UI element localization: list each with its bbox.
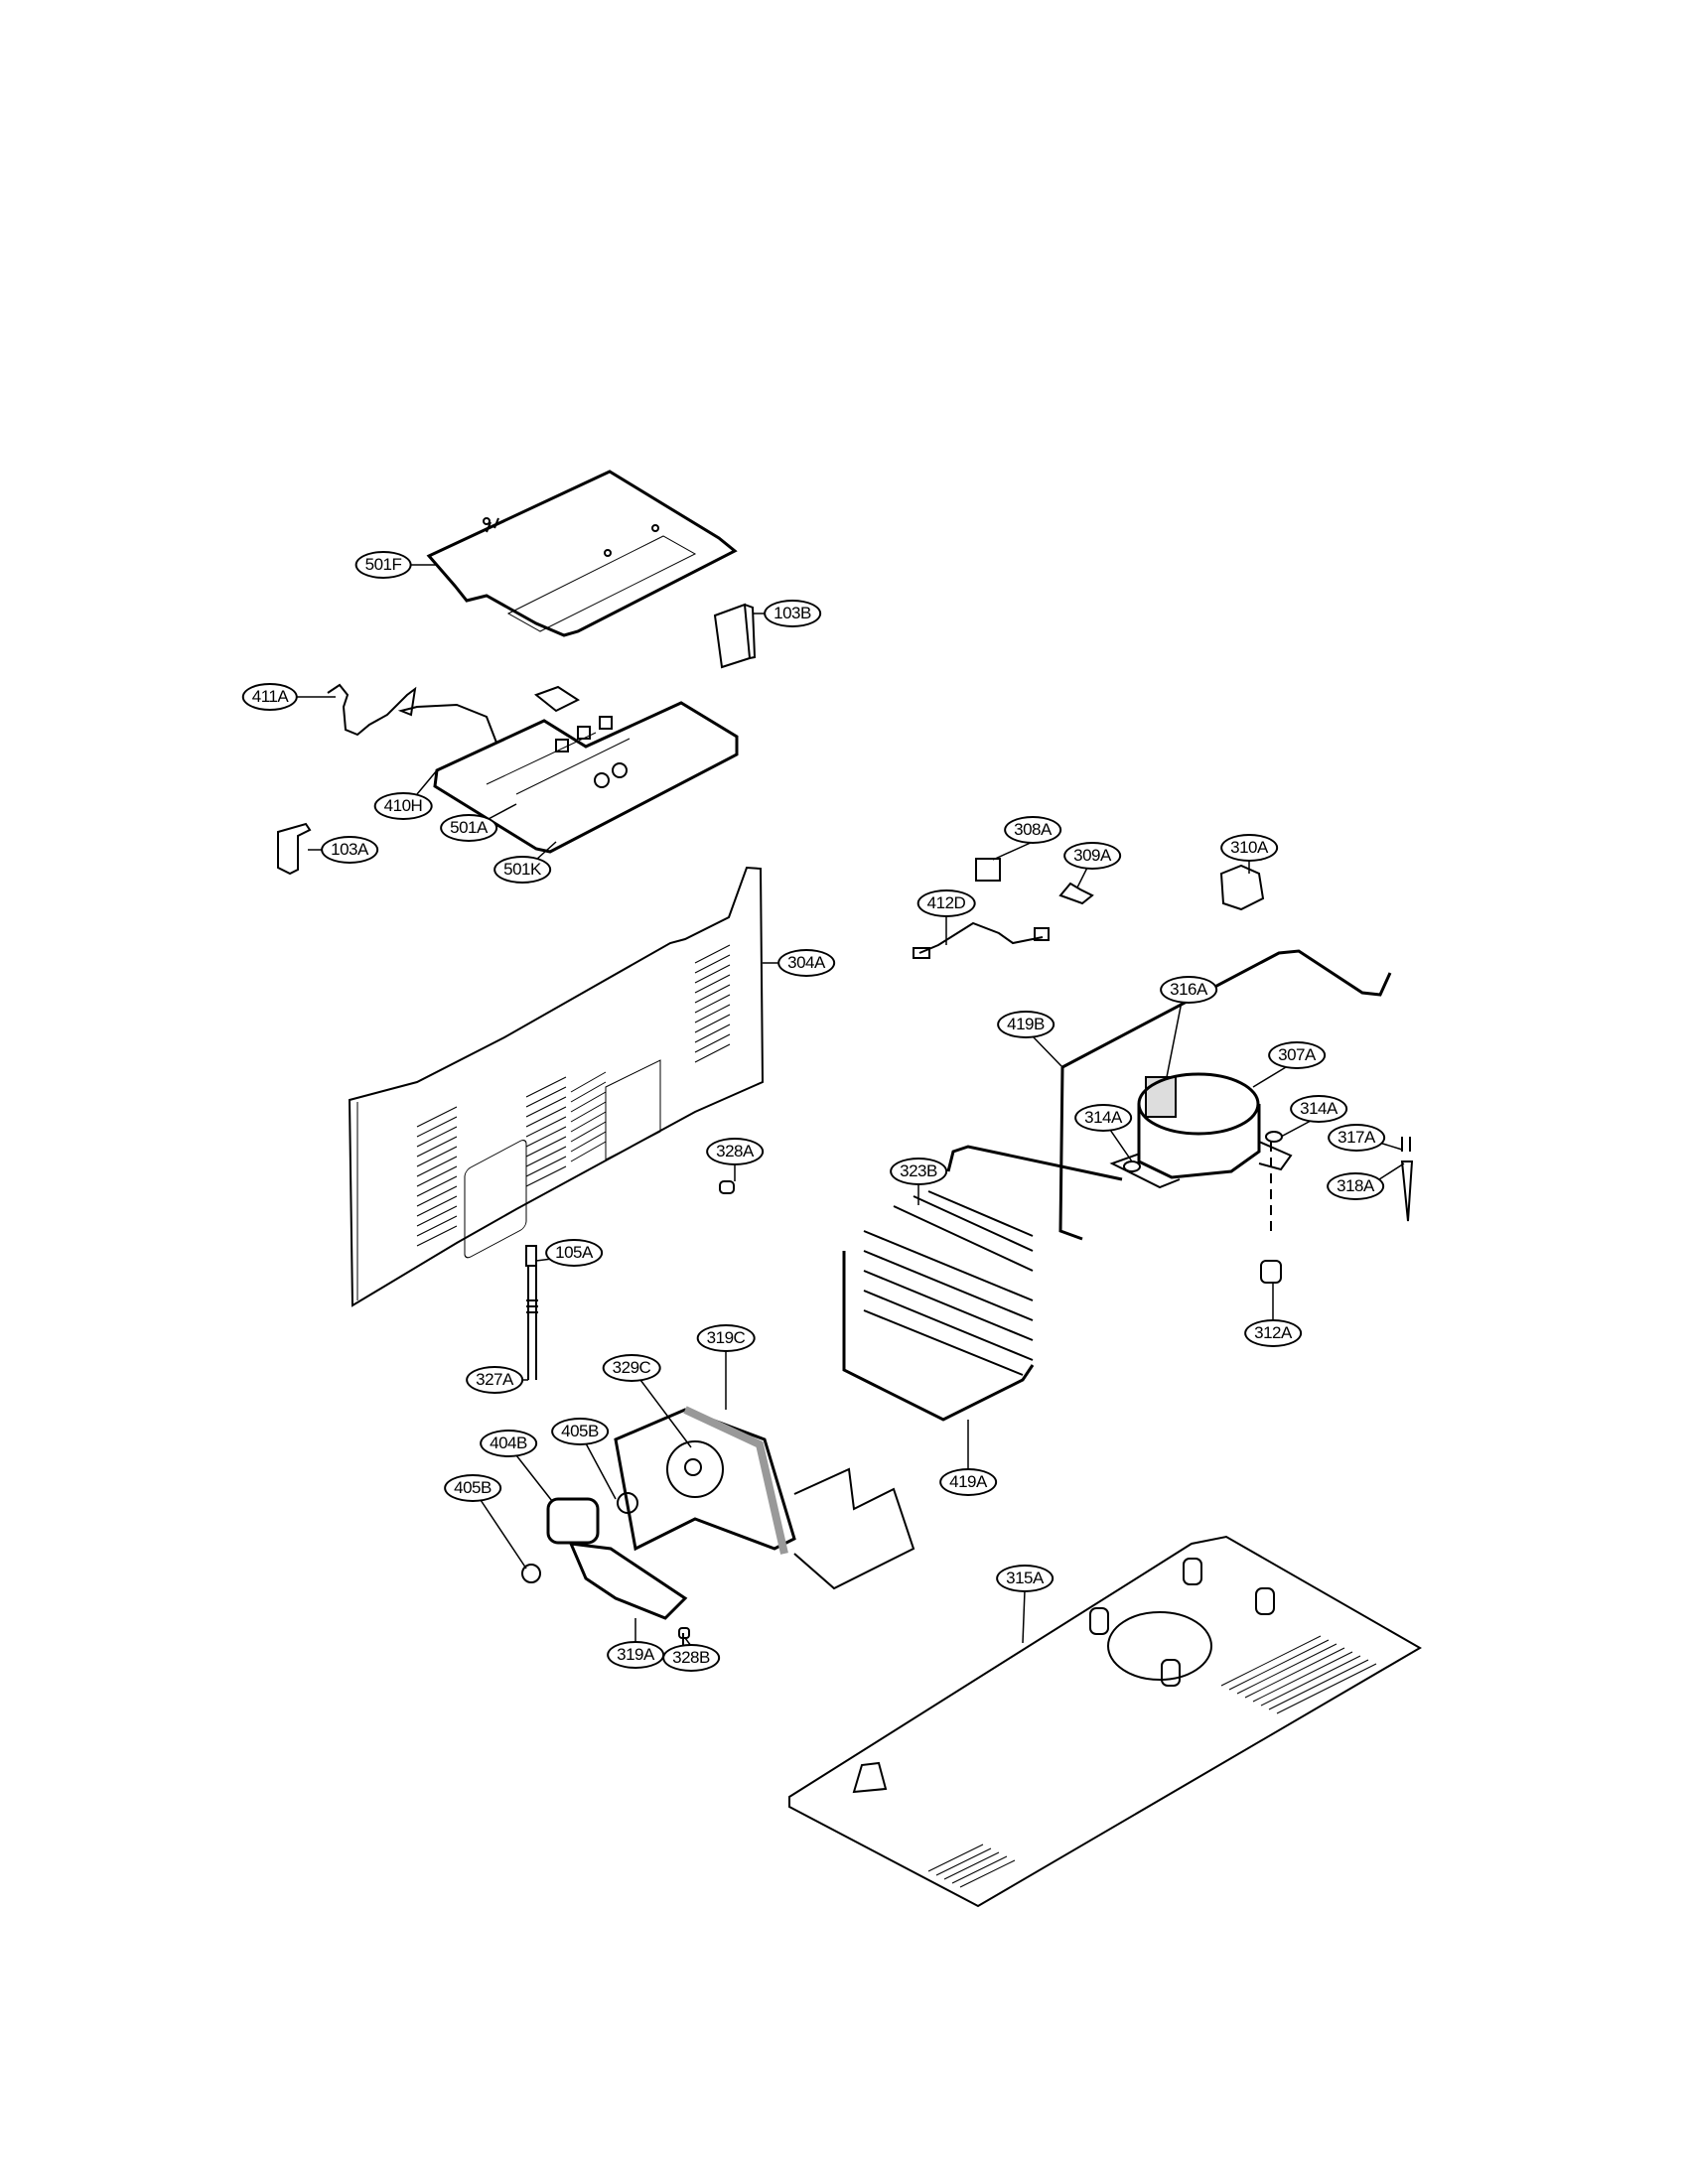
callout-315A[interactable]: 315A [996,1565,1054,1592]
callout-405B-upper[interactable]: 405B [551,1418,609,1445]
callout-419A[interactable]: 419A [939,1468,997,1496]
callout-329C[interactable]: 329C [602,1354,661,1382]
callout-314A-left[interactable]: 314A [1074,1104,1132,1132]
back-cover-panel-drawing [348,866,765,1307]
refrigerant-tubing-drawing [946,949,1392,1241]
callout-312A[interactable]: 312A [1244,1319,1302,1347]
callout-307A[interactable]: 307A [1268,1041,1326,1069]
control-box-cover-drawing [426,470,738,637]
callout-327A[interactable]: 327A [466,1366,523,1394]
callout-103A[interactable]: 103A [321,836,378,864]
fan-assembly-drawing [521,1406,915,1648]
callout-501K[interactable]: 501K [493,856,551,884]
stopper-drawing [1260,1260,1282,1284]
compressor-drawing [1109,1072,1293,1236]
callout-411A[interactable]: 411A [241,683,299,711]
wire-harness-drawing [913,858,1265,959]
callout-318A[interactable]: 318A [1327,1172,1384,1200]
callout-501A[interactable]: 501A [440,814,497,842]
spacer-a-drawing [719,1180,735,1194]
callout-314A-right[interactable]: 314A [1290,1095,1347,1123]
callout-501F[interactable]: 501F [354,551,412,579]
callout-412D[interactable]: 412D [916,889,976,917]
callout-419B[interactable]: 419B [997,1011,1055,1038]
corner-bracket-right-drawing [713,603,757,669]
drain-tube-drawing [525,1245,538,1380]
callout-319A[interactable]: 319A [607,1641,664,1669]
callout-308A[interactable]: 308A [1004,816,1061,844]
callout-319C[interactable]: 319C [696,1324,756,1352]
callout-404B[interactable]: 404B [480,1430,537,1457]
corner-bracket-left-drawing [277,822,312,876]
callout-309A[interactable]: 309A [1063,842,1121,870]
callout-323B[interactable]: 323B [890,1158,947,1185]
callout-316A[interactable]: 316A [1160,976,1217,1004]
callout-317A[interactable]: 317A [1328,1124,1385,1152]
callout-103B[interactable]: 103B [764,600,821,627]
callout-304A[interactable]: 304A [777,949,835,977]
callout-328B[interactable]: 328B [662,1644,720,1672]
callout-105A[interactable]: 105A [545,1239,603,1267]
callout-328A[interactable]: 328A [706,1138,764,1165]
base-plate-drawing [788,1535,1422,1908]
callout-410H[interactable]: 410H [373,792,433,820]
power-cord-drawing [327,683,497,744]
callout-310A[interactable]: 310A [1220,834,1278,862]
callout-405B-lower[interactable]: 405B [444,1474,501,1502]
condenser-drawing [842,1190,1035,1422]
relay-overload-drawing [1400,1137,1414,1222]
